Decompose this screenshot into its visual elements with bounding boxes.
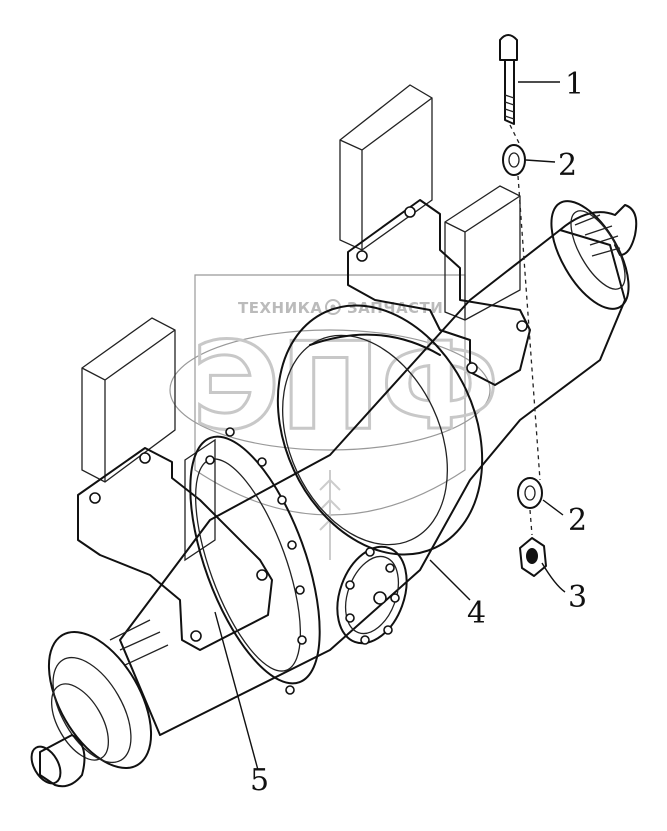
part-1-bolt [499,34,518,125]
callout-3: 3 [568,580,587,615]
frame-block-right [444,185,521,321]
watermark: ТЕХНИКА ЗАПЧАСТИ ЭПФ [169,274,501,560]
frame-block-left [81,317,176,483]
part-2-washer-bottom [517,477,543,509]
part-3-nut [519,537,547,577]
callout-4: 4 [467,596,486,631]
frame-block-top-right [339,84,433,251]
callout-2-top: 2 [558,148,577,183]
spring-seat-upper [347,199,531,386]
watermark-brand-left: ТЕХНИКА [238,299,323,317]
part-2-washer-top [502,144,526,176]
watermark-logo: ЭПФ [192,318,500,457]
callout-5: 5 [250,763,269,798]
spring-seat-lower [77,447,273,651]
callouts: 1 2 3 4 5 2 [214,67,587,798]
frame-block-lower-left [184,438,216,562]
assembly-axis [509,124,541,536]
callout-2-bottom: 2 [568,503,587,538]
axle-housing [30,200,638,788]
watermark-brand-right: ЗАПЧАСТИ [347,299,443,317]
wheat-icon [319,470,341,560]
callout-1: 1 [565,67,584,102]
